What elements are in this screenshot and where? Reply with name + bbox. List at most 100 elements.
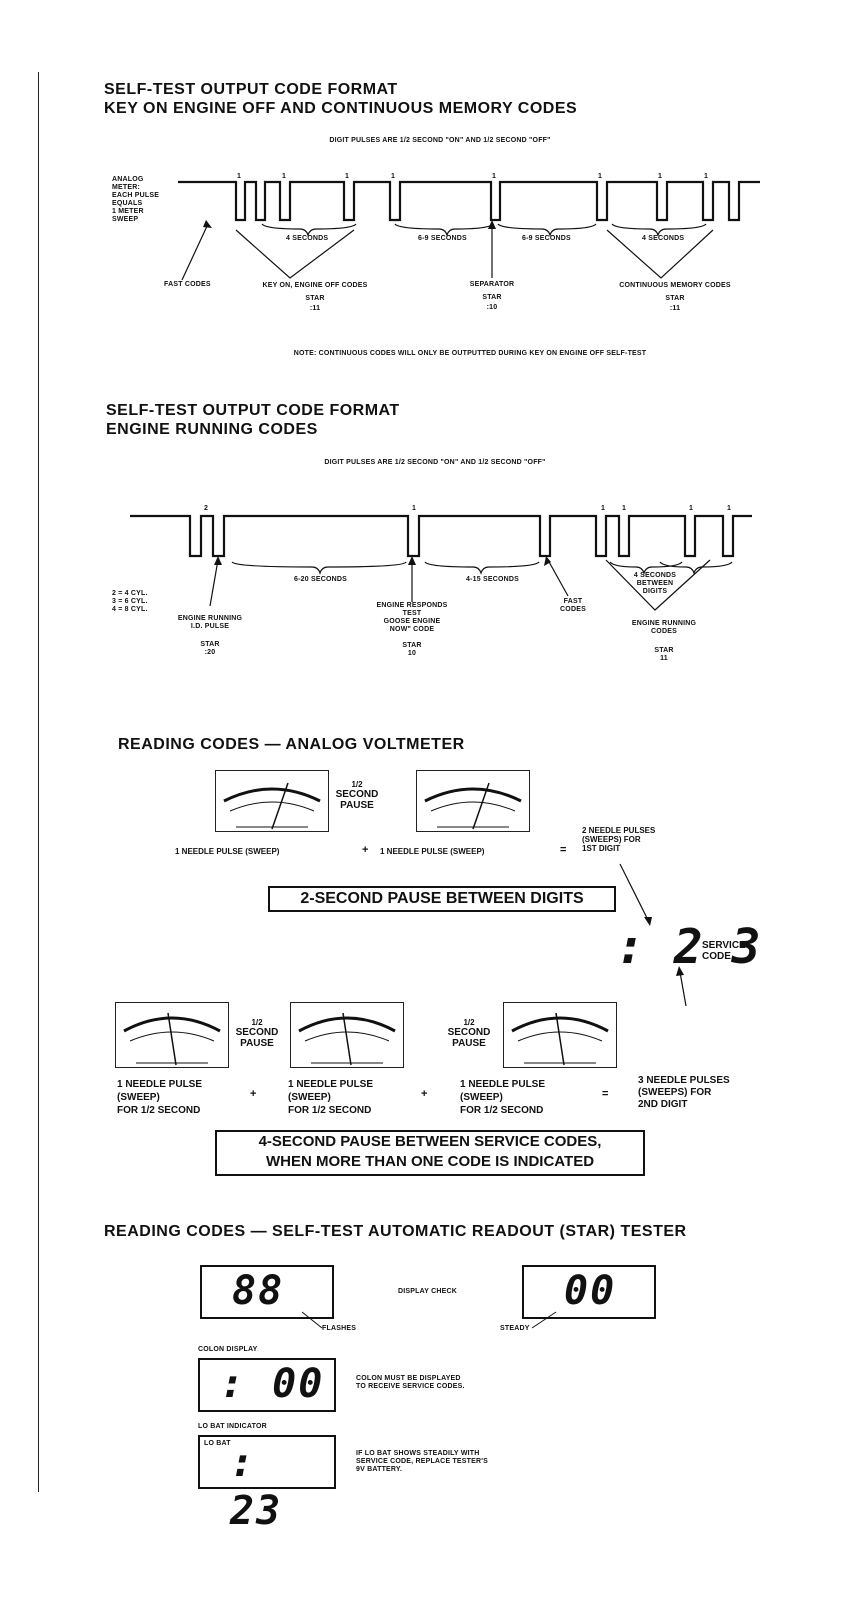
display-leader-lines xyxy=(301,1311,557,1329)
section2-title: SELF-TEST OUTPUT CODE FORMAT ENGINE RUNN… xyxy=(106,401,400,439)
engine-responds-label: ENGINE RESPONDS TEST GOOSE ENGINE NOW" C… xyxy=(360,602,464,658)
engine-responds-arrowhead xyxy=(408,556,416,565)
cylinder-labels: 2 = 4 CYL. 3 = 6 CYL. 4 = 8 CYL. xyxy=(112,590,148,614)
voltmeter-gauge xyxy=(215,770,329,832)
engine-running-codes-line: CODES xyxy=(651,628,677,635)
first-digit-line: (SWEEPS) FOR xyxy=(582,835,641,844)
interval-label: 4 SECONDS xyxy=(286,235,329,242)
needle-pulse-line: (SWEEP) xyxy=(460,1092,503,1103)
brace xyxy=(261,223,357,237)
pause-line: 1/2 xyxy=(463,1018,475,1027)
needle-pulse-label: 1 NEEDLE PULSE (SWEEP) xyxy=(380,847,485,856)
half-second-pause-label: 1/2 SECOND PAUSE xyxy=(438,1018,500,1049)
needle-pulse-line: 1 NEEDLE PULSE xyxy=(460,1079,546,1090)
brace xyxy=(394,223,494,237)
pulse-mark: 1 xyxy=(601,505,606,512)
fast-codes-arrowhead xyxy=(544,556,551,566)
star-label: STAR xyxy=(305,295,325,302)
needle-pulse-block: 1 NEEDLE PULSE (SWEEP) FOR 1/2 SECOND xyxy=(288,1078,373,1117)
interval-label: 4-15 SECONDS xyxy=(466,576,519,583)
analog-meter-label-line: EACH PULSE xyxy=(112,192,160,199)
service-code-line: CODE xyxy=(702,951,731,962)
koeo-codes-text: KEY ON, ENGINE OFF CODES xyxy=(262,282,368,289)
pulse-mark: 1 xyxy=(622,505,627,512)
lcd-digits: : 00 xyxy=(220,1361,325,1407)
second-digit-label: 3 NEEDLE PULSES (SWEEPS) FOR 2ND DIGIT xyxy=(638,1075,730,1111)
separator-label: SEPARATOR STAR :10 xyxy=(452,281,532,312)
service-code-display: : 2 3 xyxy=(616,919,761,975)
plus-sign: + xyxy=(250,1088,257,1100)
star-display-check-steady: 00 xyxy=(522,1265,656,1319)
analog-meter-label: ANALOG METER: EACH PULSE EQUALS 1 METER … xyxy=(112,176,159,224)
analog-meter-label-line: EQUALS xyxy=(112,200,143,207)
plus-sign: + xyxy=(421,1088,428,1100)
pause-line: PAUSE xyxy=(240,1038,274,1049)
left-margin-rule xyxy=(38,72,39,1492)
star-code: 10 xyxy=(407,650,417,657)
interval-label: 6-9 SECONDS xyxy=(418,235,467,242)
second-digit-line: 2ND DIGIT xyxy=(638,1099,688,1110)
separator-text: SEPARATOR xyxy=(469,281,515,288)
brace xyxy=(231,561,407,575)
engine-running-id-line: I.D. PULSE xyxy=(190,623,230,630)
pause-line: 1/2 xyxy=(351,780,363,789)
section2-digit-pulses-note: DIGIT PULSES ARE 1/2 SECOND "ON" AND 1/2… xyxy=(324,459,546,466)
service-code-label: SERVICE CODE xyxy=(702,940,746,962)
star-code: 11 xyxy=(660,655,668,662)
section2-title-line1: SELF-TEST OUTPUT CODE FORMAT xyxy=(106,402,400,419)
lo-bat-note-line: SERVICE CODE, REPLACE TESTER'S xyxy=(356,1458,489,1465)
star-label: STAR xyxy=(200,641,220,648)
first-digit-label: 2 NEEDLE PULSES (SWEEPS) FOR 1ST DIGIT xyxy=(582,826,655,853)
analog-meter-label-line: ANALOG xyxy=(112,176,144,183)
koeo-codes-pointer xyxy=(235,229,355,279)
interval-label: 4 SECONDS xyxy=(633,572,677,579)
colon-note-line: TO RECEIVE SERVICE CODES. xyxy=(356,1383,465,1390)
four-second-pause-box: 4-SECOND PAUSE BETWEEN SERVICE CODES, WH… xyxy=(215,1130,645,1176)
flashes-label: FLASHES xyxy=(322,1325,357,1332)
needle-pulse-line: (SWEEP) xyxy=(117,1092,160,1103)
pulse-mark: 1 xyxy=(704,173,709,180)
voltmeter-gauge xyxy=(115,1002,229,1068)
continuous-codes-pointer xyxy=(606,229,714,279)
pause-line: SECOND xyxy=(235,1027,279,1038)
separator-arrowhead xyxy=(488,220,496,229)
star-code: :20 xyxy=(204,649,216,656)
engine-running-id-arrowhead xyxy=(214,556,222,565)
engine-responds-line: TEST xyxy=(402,610,422,617)
star-label: STAR xyxy=(402,642,422,649)
pause-line: SECOND xyxy=(447,1027,491,1038)
interval-label: 6-20 SECONDS xyxy=(294,576,347,583)
pulse-mark: 1 xyxy=(492,173,497,180)
lo-bat-indicator-label: LO BAT INDICATOR xyxy=(198,1423,267,1430)
two-second-pause-box: 2-SECOND PAUSE BETWEEN DIGITS xyxy=(268,886,616,912)
fast-codes-arrow xyxy=(547,559,569,597)
needle-pulse-line: FOR 1/2 SECOND xyxy=(460,1105,544,1116)
lo-bat-note-line: 9V BATTERY. xyxy=(356,1466,403,1473)
star-display-check-flashing: 88 xyxy=(200,1265,334,1319)
continuous-codes-label: CONTINUOUS MEMORY CODES STAR :11 xyxy=(600,282,750,313)
section1-title-line1: SELF-TEST OUTPUT CODE FORMAT xyxy=(104,81,398,98)
analog-meter-label-line: 1 METER xyxy=(112,208,144,215)
pulse-mark: 1 xyxy=(598,173,603,180)
needle-pulse-line: FOR 1/2 SECOND xyxy=(117,1105,201,1116)
four-second-pause-line: 4-SECOND PAUSE BETWEEN SERVICE CODES, xyxy=(258,1133,602,1150)
er-fast-codes-label: FAST CODES xyxy=(548,598,598,614)
between-digits-label: 4 SECONDS BETWEEN DIGITS xyxy=(625,572,685,596)
pause-line: PAUSE xyxy=(452,1038,486,1049)
continuous-codes-note: NOTE: CONTINUOUS CODES WILL ONLY BE OUTP… xyxy=(293,350,647,357)
second-digit-line: (SWEEPS) FOR xyxy=(638,1087,712,1098)
analog-meter-label-line: METER: xyxy=(112,184,141,191)
star-colon-display: : 00 xyxy=(198,1358,336,1412)
interval-label: BETWEEN xyxy=(636,580,674,587)
display-check-label: DISPLAY CHECK xyxy=(398,1288,458,1295)
fast-codes-line: CODES xyxy=(560,606,586,613)
half-second-pause-label: 1/2 SECOND PAUSE xyxy=(328,780,386,811)
koeo-pulse-waveform xyxy=(178,180,760,281)
star-lo-bat-display: LO BAT : 23 xyxy=(198,1435,336,1534)
brace xyxy=(497,223,597,237)
pulse-mark: 1 xyxy=(727,505,732,512)
pulse-mark: 1 xyxy=(689,505,694,512)
steady-label: STEADY xyxy=(500,1325,530,1332)
equals-sign: = xyxy=(602,1088,609,1100)
section2-title-line2: ENGINE RUNNING CODES xyxy=(106,421,318,438)
